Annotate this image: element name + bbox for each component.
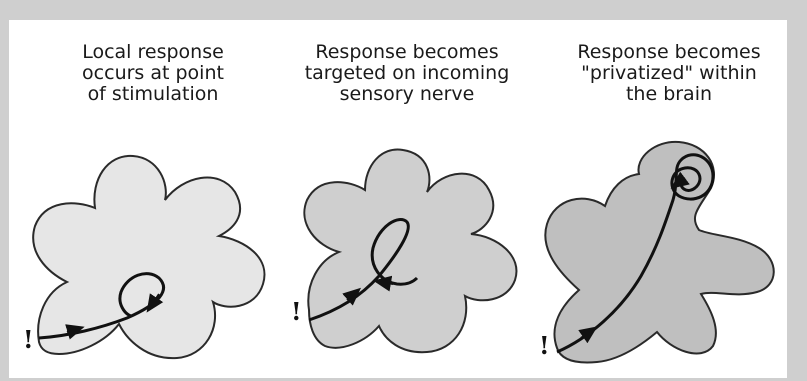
- three-panel-diagram: ! ! !: [9, 20, 787, 378]
- panel-2-blob: [304, 149, 516, 352]
- panel-2: !: [291, 149, 516, 352]
- panel-3-stimulus-mark: !: [539, 331, 550, 360]
- panel-2-stimulus-mark: !: [291, 297, 302, 326]
- panel-1-stimulus-mark: !: [23, 325, 34, 354]
- panel-1-blob: [33, 156, 264, 358]
- panel-3-blob: [545, 142, 773, 363]
- figure-frame: Local response occurs at point of stimul…: [9, 20, 787, 378]
- panel-1: !: [23, 156, 264, 358]
- panel-3: !: [539, 142, 774, 363]
